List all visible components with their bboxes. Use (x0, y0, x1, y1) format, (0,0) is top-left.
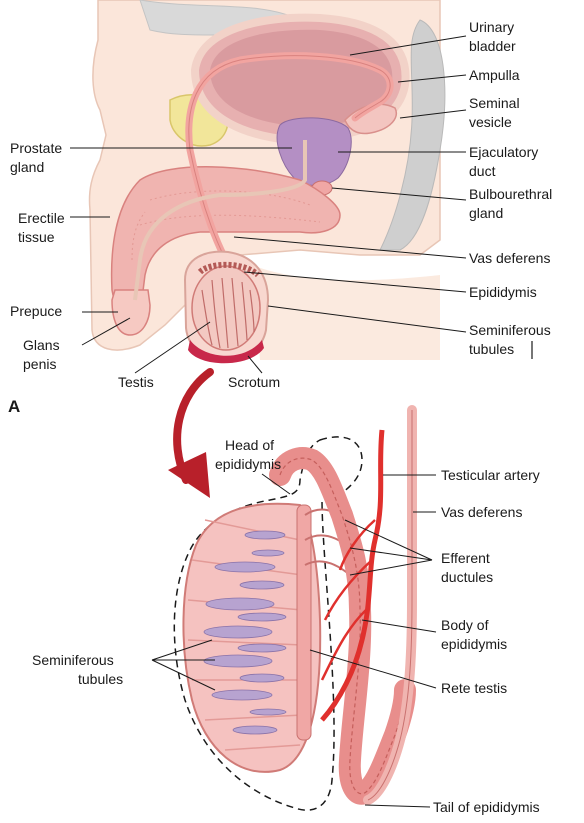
label-ampulla: Ampulla (469, 67, 520, 84)
label-bulbourethral-2: gland (469, 205, 503, 222)
label-body-epididymis-2: epididymis (441, 636, 507, 653)
label-testicular-artery: Testicular artery (441, 467, 540, 484)
label-rete-testis: Rete testis (441, 680, 507, 697)
label-urinary-bladder-1: Urinary (469, 19, 514, 36)
transition-arrow-head (168, 452, 210, 498)
label-seminal-vesicle-1: Seminal (469, 95, 520, 112)
testis-a (192, 266, 260, 350)
label-head-epididymis-1: Head of (225, 437, 274, 454)
label-vas-deferens-b: Vas deferens (441, 504, 522, 521)
label-head-epididymis-2: epididymis (215, 456, 281, 473)
label-prostate-1: Prostate (10, 140, 62, 157)
thigh-area (252, 265, 440, 360)
label-urinary-bladder-2: bladder (469, 38, 516, 55)
label-efferent-2: ductules (441, 569, 493, 586)
label-glans-1: Glans (23, 337, 60, 354)
label-epididymis-a: Epididymis (469, 284, 537, 301)
label-seminiferous-a-2: tubules (469, 341, 514, 358)
label-seminiferous-b-2: tubules (78, 671, 123, 688)
label-seminiferous-b-1: Seminiferous (32, 652, 114, 669)
label-seminiferous-a-1: Seminiferous (469, 322, 551, 339)
label-glans-2: penis (23, 356, 56, 373)
label-seminal-vesicle-2: vesicle (469, 114, 512, 131)
label-erectile-2: tissue (18, 229, 55, 246)
rete-testis (297, 505, 311, 740)
label-efferent-1: Efferent (441, 550, 490, 567)
label-ejaculatory-2: duct (469, 163, 495, 180)
label-body-epididymis-1: Body of (441, 617, 488, 634)
label-testis: Testis (118, 374, 154, 391)
label-scrotum: Scrotum (228, 374, 280, 391)
label-prepuce: Prepuce (10, 303, 62, 320)
label-prostate-2: gland (10, 159, 44, 176)
label-ejaculatory-1: Ejaculatory (469, 144, 538, 161)
panel-a-illustration: A (8, 0, 532, 416)
label-bulbourethral-1: Bulbourethral (469, 186, 552, 203)
label-erectile-1: Erectile (18, 210, 65, 227)
panel-a-letter: A (8, 397, 20, 416)
label-vas-deferens-a: Vas deferens (469, 250, 550, 267)
label-tail-epididymis: Tail of epididymis (433, 799, 540, 816)
